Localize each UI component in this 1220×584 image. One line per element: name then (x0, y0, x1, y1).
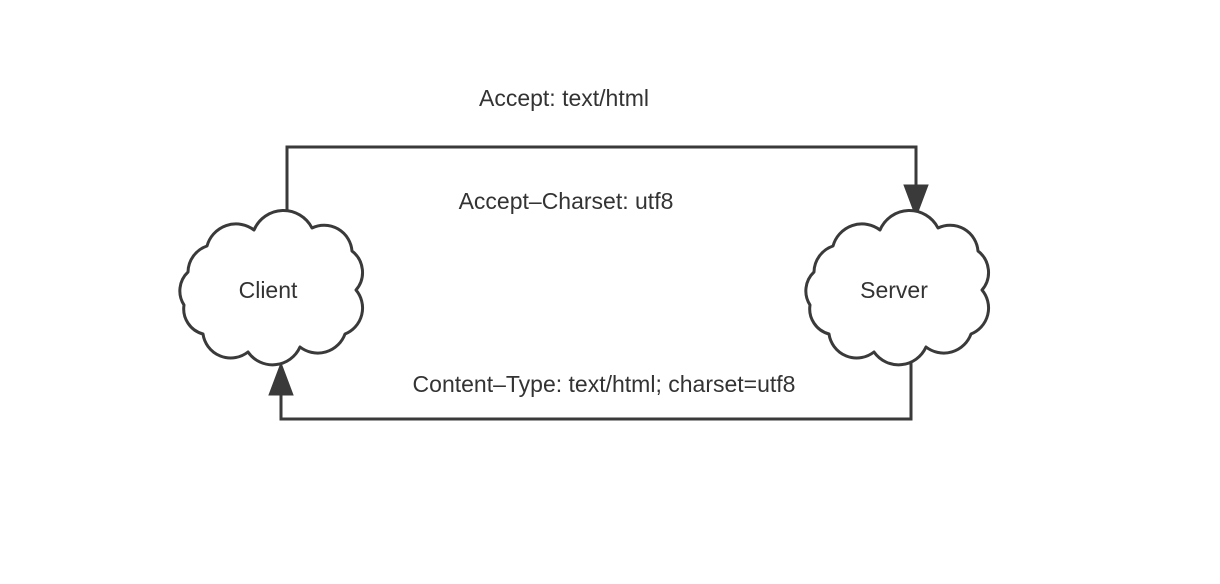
node-client[interactable]: Client (178, 209, 365, 367)
node-client-label: Client (239, 277, 298, 303)
node-server-label: Server (860, 277, 928, 303)
cloud-icon (804, 209, 991, 367)
edge-label-accept-charset: Accept–Charset: utf8 (459, 188, 674, 214)
edge-response-line (279, 357, 913, 421)
edge-label-accept: Accept: text/html (479, 85, 649, 111)
edge-label-content-type: Content–Type: text/html; charset=utf8 (413, 371, 796, 397)
edge-response-arrowhead-icon (268, 361, 294, 396)
cloud-icon (178, 209, 365, 367)
edge-response (268, 357, 913, 421)
edge-request-arrowhead-icon (903, 184, 929, 219)
edge-request-line (285, 145, 918, 224)
node-server[interactable]: Server (804, 209, 991, 367)
edge-request (285, 145, 929, 224)
